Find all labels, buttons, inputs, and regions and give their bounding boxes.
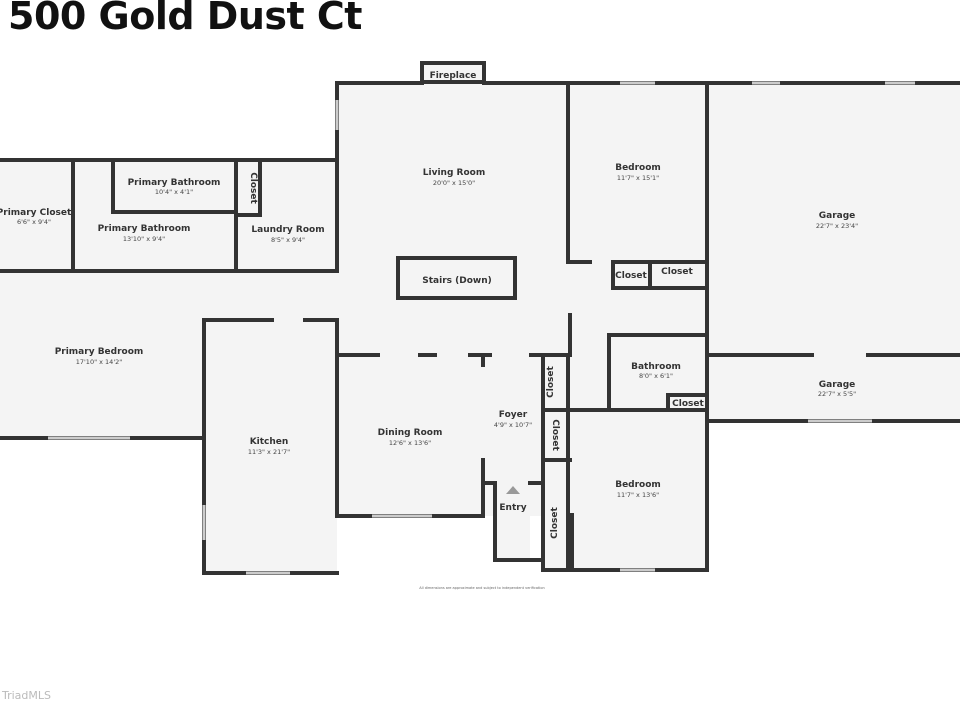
room-label: Closet [615, 271, 647, 281]
stairs-box [396, 256, 517, 300]
room-dims: 10'4" x 4'1" [155, 188, 193, 196]
room-label: Bedroom [615, 480, 661, 490]
windows [48, 81, 915, 575]
room-label: Stairs (Down) [422, 276, 491, 286]
room-label: Laundry Room [251, 225, 324, 235]
room-label: Garage [819, 380, 856, 390]
room-dims: 22'7" x 23'4" [816, 222, 858, 230]
room-label: Fireplace [430, 71, 477, 81]
disclaimer: All dimensions are approximate and subje… [419, 586, 544, 590]
fireplace-box [420, 61, 486, 84]
room-label: Living Room [423, 168, 485, 178]
room-dims: 4'9" x 10'7" [494, 421, 532, 429]
room-fills [0, 83, 960, 573]
room-label: Closet [661, 267, 693, 277]
room-label: Closet [248, 172, 258, 204]
room-dims: 22'7" x 5'5" [818, 390, 856, 398]
entry-arrow-icon [506, 486, 520, 494]
room-dims: 11'3" x 21'7" [248, 448, 290, 456]
room-label: Closet [550, 419, 560, 451]
room-dims: 8'0" x 6'1" [639, 372, 673, 380]
room-dims: 6'6" x 9'4" [17, 218, 51, 226]
room-label: Primary Closet [0, 208, 72, 218]
watermark: TriadMLS [2, 689, 52, 702]
room-dims: 17'10" x 14'2" [76, 358, 122, 366]
room-dims: 11'7" x 15'1" [617, 174, 659, 182]
room-dims: 20'0" x 15'0" [433, 179, 475, 187]
room-label: Bathroom [631, 362, 681, 372]
room-dims: 12'6" x 13'6" [389, 439, 431, 447]
room-label: Kitchen [250, 437, 289, 447]
room-label: Primary Bathroom [128, 178, 221, 188]
room-label: Foyer [499, 410, 528, 420]
room-label: Dining Room [378, 428, 443, 438]
room-dims: 11'7" x 13'6" [617, 491, 659, 499]
room-label: Garage [819, 211, 856, 221]
room-label: Primary Bedroom [55, 347, 144, 357]
room-dims: 13'10" x 9'4" [123, 235, 165, 243]
room-label: Entry [499, 503, 526, 513]
page-title: 500 Gold Dust Ct [8, 0, 362, 38]
room-label: Closet [672, 399, 704, 409]
room-label: Closet [546, 365, 556, 397]
room-label: Bedroom [615, 163, 661, 173]
room-dims: 8'5" x 9'4" [271, 236, 305, 244]
room-label: Primary Bathroom [98, 224, 191, 234]
room-label: Closet [550, 506, 560, 538]
